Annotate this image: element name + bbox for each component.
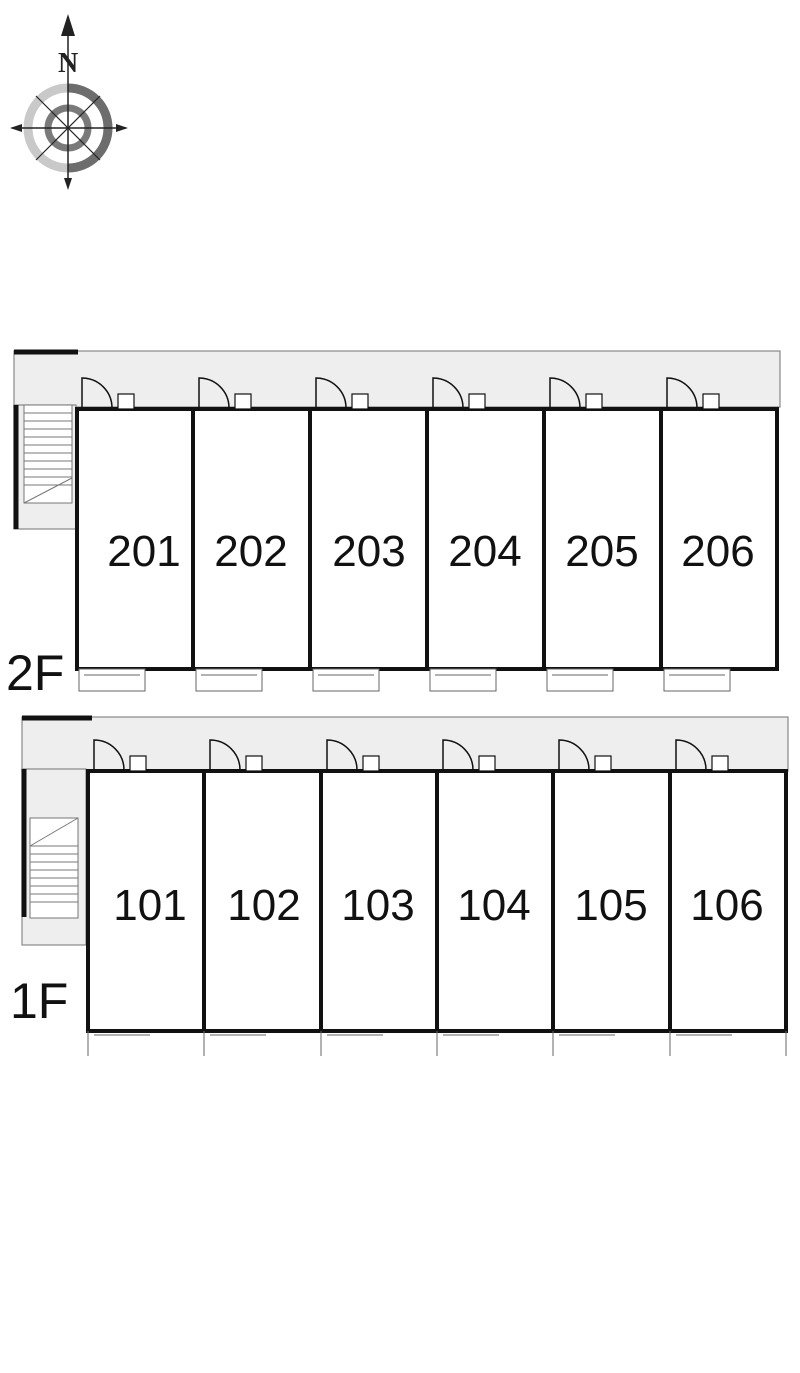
corridor-1f [21, 716, 789, 772]
unit-label: 205 [565, 527, 638, 576]
staircase-2f [23, 404, 73, 504]
unit-label: 103 [341, 881, 414, 930]
floor-2f: 201 202 203 204 [6, 349, 781, 701]
unit-202[interactable]: 202 [191, 377, 312, 692]
unit-label: 104 [457, 881, 530, 930]
unit-102[interactable]: 102 [202, 739, 323, 1056]
unit-label: 201 [107, 527, 180, 576]
floor-1f: 101 102 103 104 [10, 715, 789, 1056]
unit-103[interactable]: 103 [319, 739, 439, 1056]
unit-101[interactable]: 101 [86, 739, 206, 1056]
unit-205[interactable]: 205 [542, 377, 663, 692]
unit-label: 203 [332, 527, 405, 576]
unit-104[interactable]: 104 [435, 739, 555, 1056]
unit-label: 106 [690, 881, 763, 930]
unit-label: 202 [214, 527, 287, 576]
unit-203[interactable]: 203 [308, 377, 429, 692]
unit-204[interactable]: 204 [425, 377, 546, 692]
unit-label: 102 [227, 881, 300, 930]
unit-label: 105 [574, 881, 647, 930]
unit-106[interactable]: 106 [668, 739, 788, 1056]
unit-label: 204 [448, 527, 521, 576]
north-label: N [58, 48, 78, 79]
corridor-2f [13, 350, 781, 408]
unit-label: 101 [113, 881, 186, 930]
compass-icon [10, 14, 128, 190]
staircase-1f [29, 817, 79, 919]
unit-201[interactable]: 201 [75, 377, 195, 692]
unit-206[interactable]: 206 [659, 377, 779, 692]
unit-105[interactable]: 105 [551, 739, 672, 1056]
unit-label: 206 [681, 527, 754, 576]
floor-label-2f: 2F [6, 645, 64, 701]
floor-label-1f: 1F [10, 973, 68, 1029]
